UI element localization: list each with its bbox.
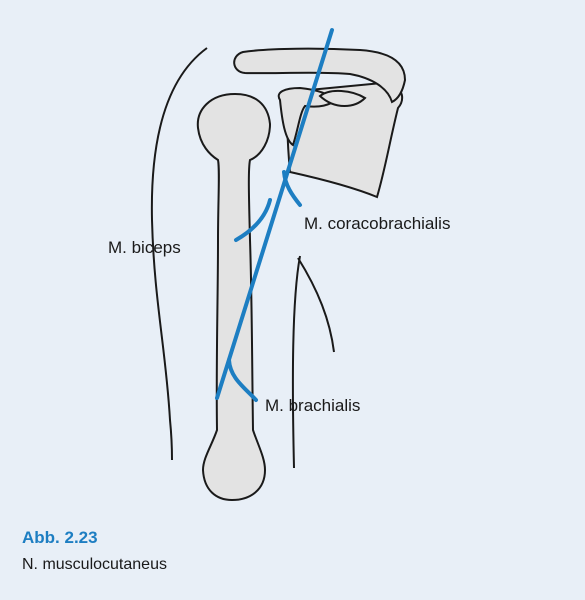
label-brachialis: M. brachialis <box>265 396 360 416</box>
nerve-branch-coraco-right <box>284 172 300 205</box>
triceps-outline <box>298 258 334 352</box>
label-coracobrachialis: M. coracobrachialis <box>304 214 450 234</box>
brachialis-outline <box>293 256 300 468</box>
label-biceps: M. biceps <box>108 238 181 258</box>
figure-caption: N. musculocutaneus <box>22 556 167 574</box>
humerus-bone <box>198 94 270 500</box>
figure-number: Abb. 2.23 <box>22 528 98 548</box>
